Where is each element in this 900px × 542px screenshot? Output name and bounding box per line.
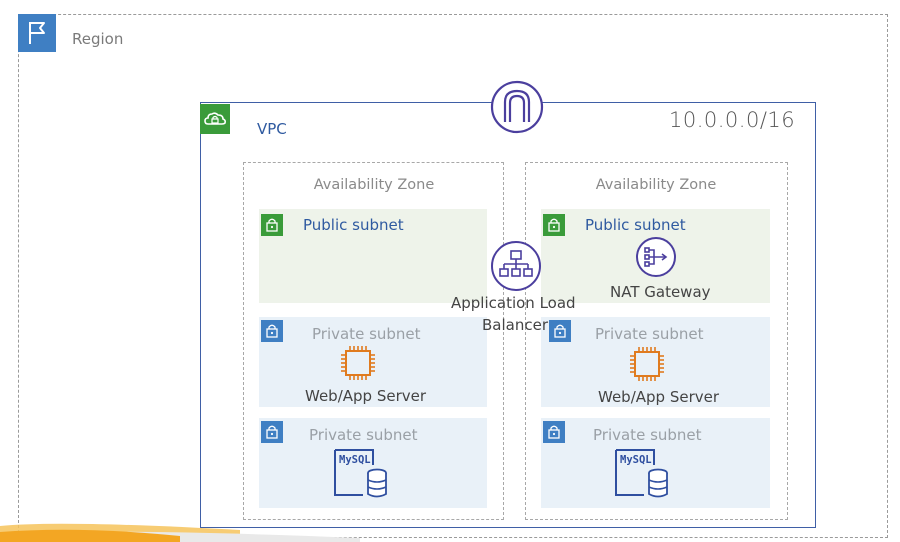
- public-subnet-az1: [259, 209, 487, 303]
- ec2-chip-icon: [628, 345, 666, 387]
- mysql-badge: MySQL: [620, 454, 652, 466]
- availability-zone-2: [525, 162, 788, 520]
- private-subnet-label: Private subnet: [595, 325, 704, 343]
- load-balancer-label-line1: Application Load: [451, 294, 576, 312]
- mysql-database-icon: MySQL: [333, 447, 389, 499]
- region-label: Region: [72, 30, 124, 48]
- decorative-swoosh: [0, 523, 360, 542]
- private-subnet-label: Private subnet: [309, 426, 418, 444]
- web-app-server-label: Web/App Server: [305, 387, 427, 405]
- mysql-badge: MySQL: [339, 454, 371, 466]
- padlock-icon: [261, 320, 283, 342]
- region-frame: [18, 14, 888, 538]
- nat-gateway-icon: [635, 236, 677, 282]
- padlock-icon: [549, 320, 571, 342]
- web-app-server-label: Web/App Server: [598, 388, 720, 406]
- ec2-chip-icon: [339, 344, 377, 386]
- flag-icon: [18, 14, 56, 52]
- padlock-icon: [543, 421, 565, 443]
- private-subnet-label: Private subnet: [312, 325, 421, 343]
- load-balancer-icon: [490, 240, 542, 296]
- availability-zone-label: Availability Zone: [595, 177, 717, 193]
- internet-gateway-icon: [490, 80, 544, 134]
- nat-gateway-label: NAT Gateway: [610, 283, 711, 301]
- private-subnet-web-az2: [541, 317, 770, 407]
- availability-zone-1: [243, 162, 504, 520]
- availability-zone-label: Availability Zone: [313, 177, 435, 193]
- padlock-icon: [261, 421, 283, 443]
- private-subnet-web-az1: [259, 317, 487, 407]
- vpc-label: VPC: [257, 120, 287, 138]
- cloud-lock-icon: [200, 104, 230, 134]
- mysql-database-icon: MySQL: [614, 447, 670, 499]
- load-balancer-label-line2: Balancer: [482, 316, 548, 334]
- public-subnet-label: Public subnet: [585, 216, 686, 234]
- private-subnet-label: Private subnet: [593, 426, 702, 444]
- padlock-icon: [543, 214, 565, 236]
- public-subnet-label: Public subnet: [303, 216, 404, 234]
- padlock-icon: [261, 214, 283, 236]
- vpc-cidr: 10.0.0.0/16: [669, 108, 796, 132]
